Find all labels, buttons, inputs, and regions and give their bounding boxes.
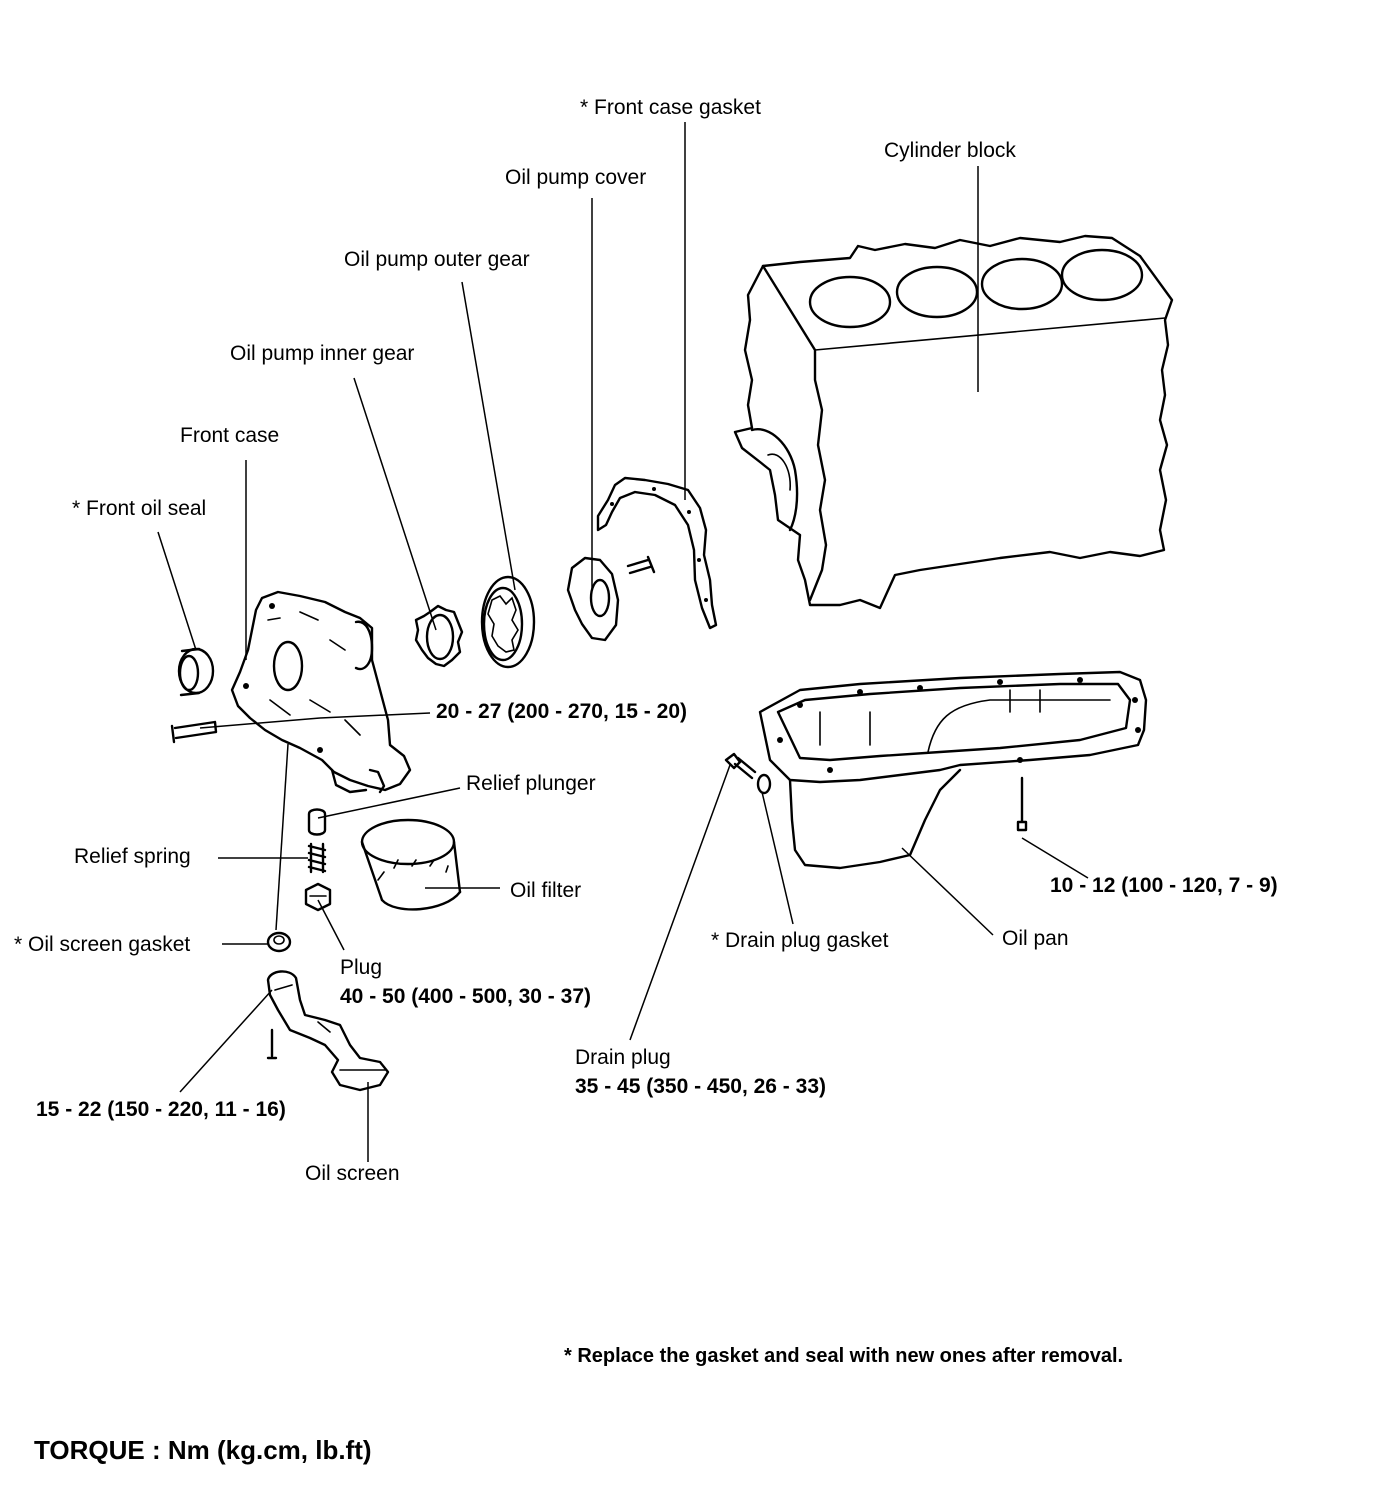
label-cylinder-block: Cylinder block xyxy=(884,139,1016,162)
front-case-bolt-drawing xyxy=(170,720,218,744)
label-front-case-gasket: * Front case gasket xyxy=(580,96,761,119)
front-case-drawing xyxy=(230,590,412,794)
torque-front-case-bolt: 20 - 27 (200 - 270, 15 - 20) xyxy=(436,700,687,723)
drain-plug-gasket-drawing xyxy=(756,773,772,795)
oil-pump-inner-gear-drawing xyxy=(414,604,464,668)
leader-lines xyxy=(157,122,1089,1162)
replacement-note: * Replace the gasket and seal with new o… xyxy=(564,1345,1124,1367)
oil-filter-drawing xyxy=(360,818,462,911)
oil-pan-drawing xyxy=(758,670,1148,870)
label-oil-pump-outer-gear: Oil pump outer gear xyxy=(344,248,530,271)
label-oil-pump-inner-gear: Oil pump inner gear xyxy=(230,342,415,365)
label-front-case: Front case xyxy=(180,424,280,447)
relief-plunger-drawing xyxy=(307,808,327,836)
oil-pan-bolt-drawing xyxy=(1016,776,1028,832)
label-oil-filter: Oil filter xyxy=(510,879,582,902)
label-oil-screen: Oil screen xyxy=(305,1162,400,1185)
oil-screen-gasket-drawing xyxy=(266,931,292,953)
label-front-oil-seal: * Front oil seal xyxy=(72,497,207,520)
label-relief-spring: Relief spring xyxy=(74,845,191,868)
plug-drawing xyxy=(304,882,332,912)
label-oil-pump-cover: Oil pump cover xyxy=(505,166,647,189)
pump-cover-screw-drawing xyxy=(626,555,656,575)
oil-pump-cover-drawing xyxy=(566,556,620,642)
label-drain-plug-gasket: * Drain plug gasket xyxy=(711,929,889,952)
drain-plug-drawing xyxy=(724,752,757,780)
oil-screen-drawing xyxy=(266,970,390,1092)
label-plug: Plug xyxy=(340,956,383,979)
front-case-gasket-drawing xyxy=(596,476,718,630)
label-oil-pan: Oil pan xyxy=(1002,927,1069,950)
label-relief-plunger: Relief plunger xyxy=(466,772,596,795)
relief-spring-drawing xyxy=(307,842,327,874)
front-oil-seal-drawing xyxy=(177,647,215,697)
torque-plug: 40 - 50 (400 - 500, 30 - 37) xyxy=(340,985,591,1008)
torque-drain-plug: 35 - 45 (350 - 450, 26 - 33) xyxy=(575,1075,826,1098)
cylinder-block-drawing xyxy=(733,234,1174,610)
torque-unit-legend: TORQUE : Nm (kg.cm, lb.ft) xyxy=(34,1435,372,1465)
torque-oil-screen-bolt: 15 - 22 (150 - 220, 11 - 16) xyxy=(36,1098,286,1121)
oil-pump-outer-gear-drawing xyxy=(480,575,536,669)
label-oil-screen-gasket: * Oil screen gasket xyxy=(14,933,191,956)
torque-oil-pan-bolt: 10 - 12 (100 - 120, 7 - 9) xyxy=(1050,874,1278,897)
label-drain-plug: Drain plug xyxy=(575,1046,671,1069)
